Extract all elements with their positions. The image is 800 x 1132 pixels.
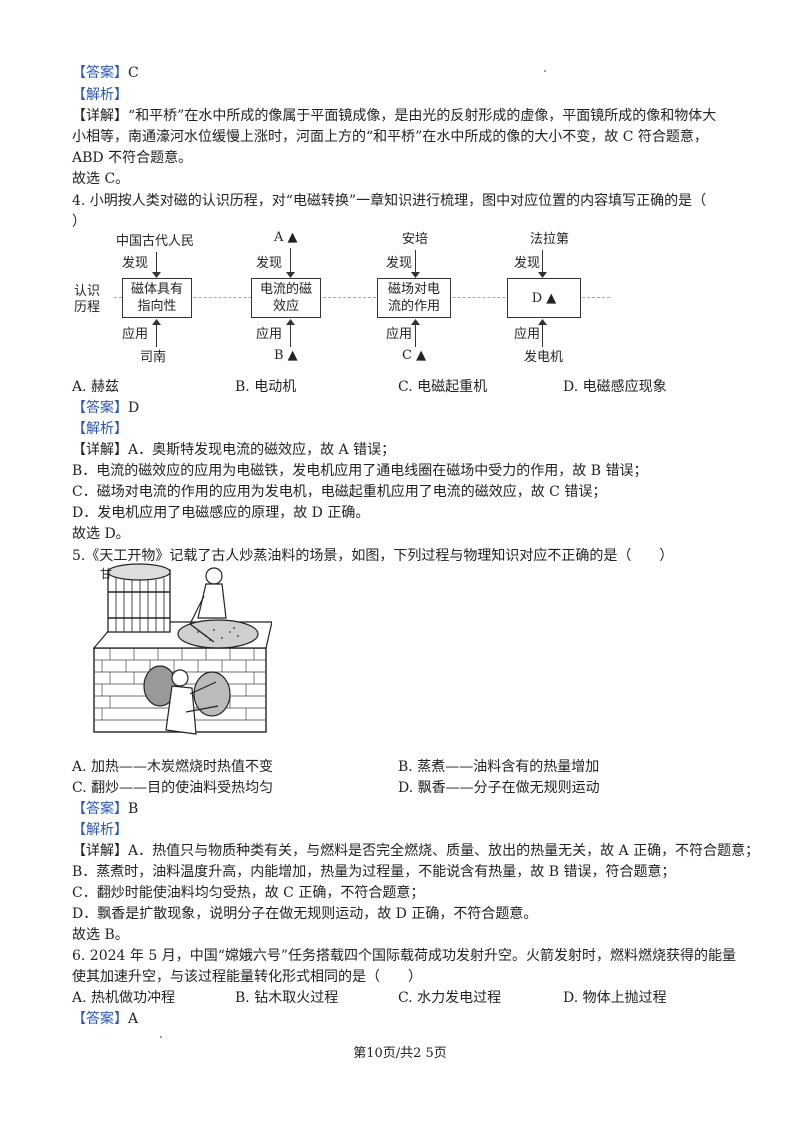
q4-answer-line: 【答案】D [72,398,139,418]
q5-option-b: B. 蒸煮——油料含有的热量增加 [398,759,600,775]
q3-detail-2: 小相等，南通濠河水位缓慢上涨时，河面上方的“和平桥”在水中所成的像的大小不变，故… [72,129,708,145]
col2-arrowhead-up [286,319,295,325]
col2-top: A ▲ [274,230,298,245]
q5-analysis-tag: 【解析】 [72,822,128,838]
col1-arrow-down [156,252,157,276]
col4-top: 法拉第 [530,232,570,247]
col4-arrowhead-down [538,272,547,278]
q3-analysis-tag: 【解析】 [72,87,128,103]
answer-value: A [128,1011,139,1027]
col3-arrowhead-up [411,319,420,325]
col3-use: 应用 [386,327,413,342]
col4-arrow-down [542,250,543,276]
q6-option-d: D. 物体上抛过程 [563,990,667,1006]
scan-dot [160,1036,162,1038]
col1-use: 应用 [122,327,149,342]
q4-detail-3: C．磁场对电流的作用的应用为发电机，电磁起重机应用了电流的磁效应，故 C 错误； [72,484,607,500]
q6-stem-2: 使其加速升空，与该过程能量转化形式相同的是（ ） [72,969,422,985]
q4-option-d: D. 电磁感应现象 [563,379,667,395]
col3-arrow-down [415,250,416,276]
col2-arrowhead-down [286,272,295,278]
col2-arrow-up [290,323,291,347]
answer-tag: 【答案】 [72,1011,128,1027]
q6-stem-1: 6. 2024 年 5 月，中国“嫦娥六号”任务搭载四个国际载荷成功发射升空。火… [72,948,737,964]
page-number: 第10页/共2 5页 [353,1046,447,1061]
q4-stem-2: ） [72,214,86,230]
q4-option-b: B. 电动机 [235,379,297,395]
col2-find: 发现 [256,256,283,271]
q6-option-b: B. 钻木取火过程 [235,990,339,1006]
answer-tag: 【答案】 [72,400,128,416]
col4-use: 应用 [514,327,541,342]
q5-detail-2: B．蒸煮时，油料温度升高，内能增加，热量为过程量，不能说含有热量，故 B 错误，… [72,864,676,880]
q5-answer-line: 【答案】B [72,799,138,819]
q4-detail-1: 【详解】A．奥斯特发现电流的磁效应，故 A 错误； [72,442,396,458]
q4-analysis-tag: 【解析】 [72,421,128,437]
col1-arrowhead-up [152,319,161,325]
q3-detail-1: 【详解】“和平桥”在水中所成的像属于平面镜成像，是由光的反射形成的虚像，平面镜所… [72,108,717,124]
col1-find: 发现 [122,256,149,271]
q4-detail-2: B．电流的磁效应的应用为电磁铁，发电机应用了通电线圈在磁场中受力的作用，故 B … [72,463,648,479]
q5-illustration-caption: 甘 [100,567,113,581]
col4-box: D ▲ [507,278,581,318]
col1-top: 中国古代人民 [116,234,195,249]
q5-detail-1: 【详解】A．热值只与物质种类有关，与燃料是否完全燃烧、质量、放出的热量无关，故 … [72,843,760,859]
q4-diagram: 认识 历程 中国古代人民 发现 磁体具有指向性 应用 司南 A ▲ 发现 电流的… [70,226,620,376]
q3-conclusion: 故选 C。 [72,171,130,187]
q3-answer-line: 【答案】C [72,63,139,83]
q5-stem: 5.《天工开物》记载了古人炒蒸油料的场景，如图，下列过程与物理知识对应不正确的是… [72,548,674,564]
col3-arrowhead-down [411,272,420,278]
q5-option-a: A. 加热——木炭燃烧时热值不变 [72,759,274,775]
q5-illustration [92,563,272,735]
col3-find: 发现 [386,256,413,271]
q4-option-a: A. 赫兹 [72,379,120,395]
col2-bottom: B ▲ [274,348,298,363]
col4-find: 发现 [514,256,541,271]
q4-conclusion: 故选 D。 [72,526,130,542]
col3-box: 磁场对电流的作用 [377,278,451,318]
answer-value: D [128,400,140,416]
col4-bottom: 发电机 [524,350,564,365]
answer-tag: 【答案】 [72,65,128,81]
col4-arrow-up [542,323,543,347]
col3-bottom: C ▲ [402,348,427,363]
col1-arrow-up [156,323,157,347]
q5-detail-3: C．翻炒时能使油料均匀受热，故 C 正确，不符合题意； [72,885,425,901]
q5-option-d: D. 飘香——分子在做无规则运动 [398,780,600,796]
answer-tag: 【答案】 [72,801,128,817]
q4-option-c: C. 电磁起重机 [398,379,488,395]
q5-detail-4: D．飘香是扩散现象，说明分子在做无规则运动，故 D 正确，不符合题意。 [72,906,538,922]
col2-use: 应用 [256,327,283,342]
q5-conclusion: 故选 B。 [72,927,129,943]
q4-stem-1: 4. 小明按人类对磁的认识历程，对“电磁转换”一章知识进行梳理，图中对应位置的内… [72,193,707,209]
col4-arrowhead-up [538,319,547,325]
timeline-dashed-line [114,297,610,298]
q6-option-c: C. 水力发电过程 [398,990,502,1006]
col2-arrow-down [290,248,291,276]
q6-answer-line: 【答案】A [72,1009,138,1029]
col1-box: 磁体具有指向性 [122,278,192,318]
scan-dot [544,70,546,72]
q3-detail-3: ABD 不符合题意。 [72,150,193,166]
q4-detail-4: D．发电机应用了电磁感应的原理，故 D 正确。 [72,505,370,521]
answer-value: B [128,801,139,817]
q6-option-a: A. 热机做功冲程 [72,990,176,1006]
col1-bottom: 司南 [140,350,167,365]
col1-arrowhead-down [152,272,161,278]
q5-option-c: C. 翻炒——目的使油料受热均匀 [72,780,274,796]
col3-top: 安培 [402,232,429,247]
col2-box: 电流的磁效应 [251,278,321,318]
row-label-1: 认识 [74,284,101,299]
answer-value: C [128,65,139,81]
col3-arrow-up [415,323,416,347]
row-label-2: 历程 [74,300,101,315]
